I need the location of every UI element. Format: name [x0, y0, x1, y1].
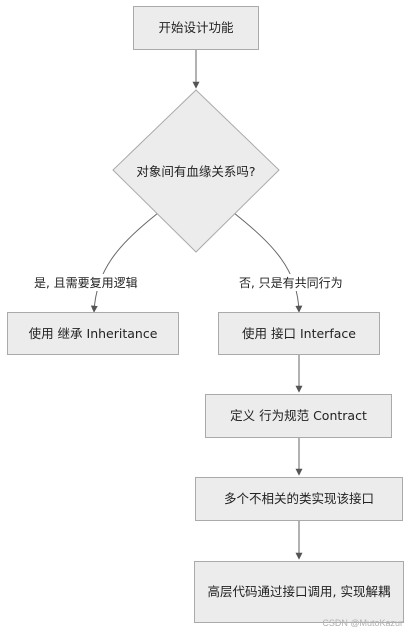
decision-diamond	[112, 89, 280, 253]
decision-node-label: 对象间有血缘关系吗?	[136, 164, 256, 179]
edge-label-yes: 是, 且需要复用逻辑	[32, 274, 140, 291]
edge-decision-to-interface	[233, 212, 303, 313]
edge-label-no: 否, 只是有共同行为	[237, 274, 345, 291]
contract-node: 定义 行为规范 Contract	[205, 394, 392, 438]
watermark: CSDN @MutoKazur	[322, 618, 403, 628]
interface-node: 使用 接口 Interface	[218, 312, 380, 355]
decouple-node: 高层代码通过接口调用, 实现解耦	[194, 561, 404, 623]
implement-node: 多个不相关的类实现该接口	[195, 477, 403, 521]
edge-decision-to-inheritance	[90, 212, 159, 313]
start-node: 开始设计功能	[133, 6, 259, 50]
inheritance-node: 使用 继承 Inheritance	[7, 312, 179, 355]
